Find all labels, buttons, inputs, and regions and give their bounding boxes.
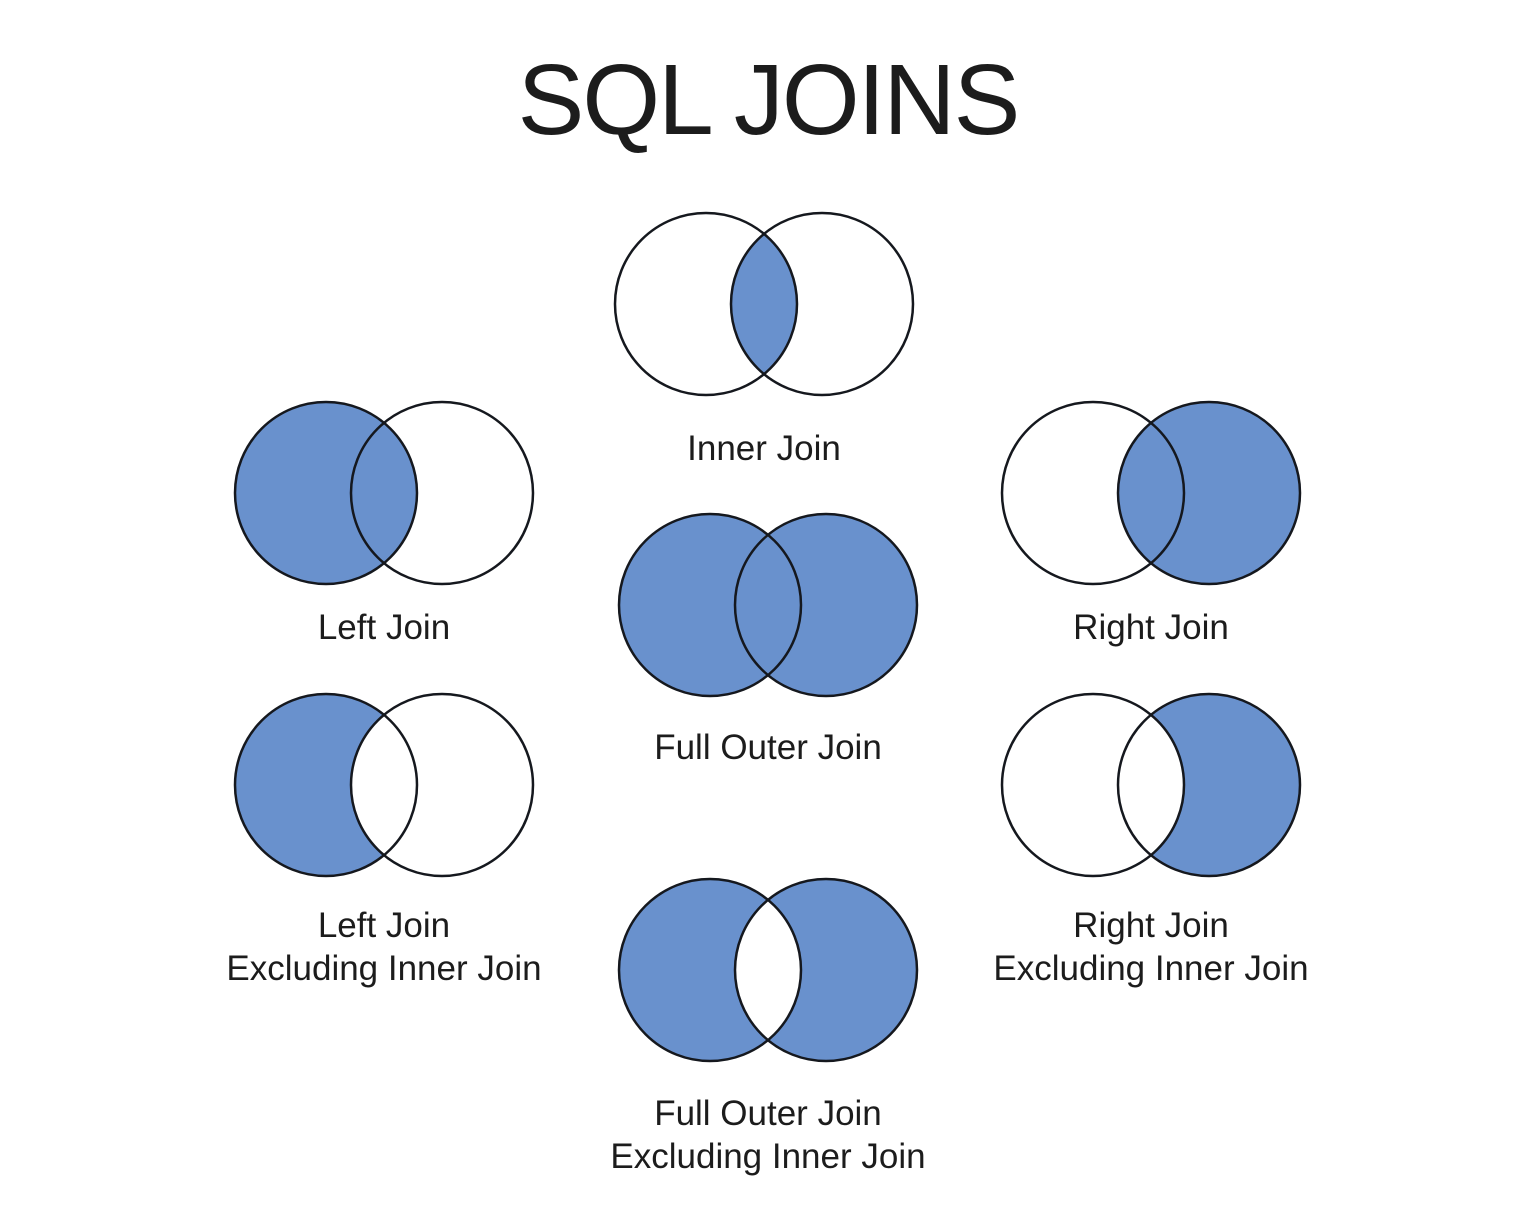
label-right-join: Right Join (1073, 606, 1229, 649)
diagram-full-outer-join-excluding-inner-join: Full Outer Join Excluding Inner Join (568, 874, 968, 1178)
label-left-join: Left Join (318, 606, 450, 649)
label-line: Right Join (1073, 906, 1229, 945)
label-line: Left Join (317, 906, 451, 945)
label-full-outer-join: Full Outer Join (654, 726, 882, 769)
label-line: Full Outer Join (654, 728, 882, 767)
label-line: Inner Join (687, 429, 841, 468)
label-left-join-excluding-inner-join: Left Join Excluding Inner Join (226, 904, 541, 990)
diagram-right-join: Right Join (951, 397, 1351, 649)
label-line: Excluding Inner Join (993, 949, 1309, 988)
venn-right-join-excluding-inner-join-icon (998, 689, 1304, 881)
venn-left-join-icon (231, 397, 537, 589)
label-line: Right Join (1073, 608, 1229, 647)
label-full-outer-join-excluding-inner-join: Full Outer Join Excluding Inner Join (610, 1092, 925, 1178)
label-line: Left Join (317, 608, 451, 647)
venn-full-outer-join-icon (615, 509, 921, 701)
label-right-join-excluding-inner-join: Right Join Excluding Inner Join (993, 904, 1308, 990)
diagram-left-join-excluding-inner-join: Left Join Excluding Inner Join (184, 689, 584, 990)
label-line: Excluding Inner Join (610, 1137, 926, 1176)
diagram-right-join-excluding-inner-join: Right Join Excluding Inner Join (951, 689, 1351, 990)
venn-inner-join-icon (611, 208, 917, 400)
diagram-left-join: Left Join (184, 397, 584, 649)
venn-right-join-icon (998, 397, 1304, 589)
venn-full-outer-join-excluding-inner-join-icon (615, 874, 921, 1066)
diagram-inner-join: Inner Join (564, 208, 964, 470)
label-line: Full Outer Join (654, 1094, 882, 1133)
diagram-full-outer-join: Full Outer Join (568, 509, 968, 769)
venn-left-join-excluding-inner-join-icon (231, 689, 537, 881)
label-inner-join: Inner Join (687, 427, 841, 470)
label-line: Excluding Inner Join (226, 949, 542, 988)
page-title: SQL JOINS (517, 44, 1021, 156)
